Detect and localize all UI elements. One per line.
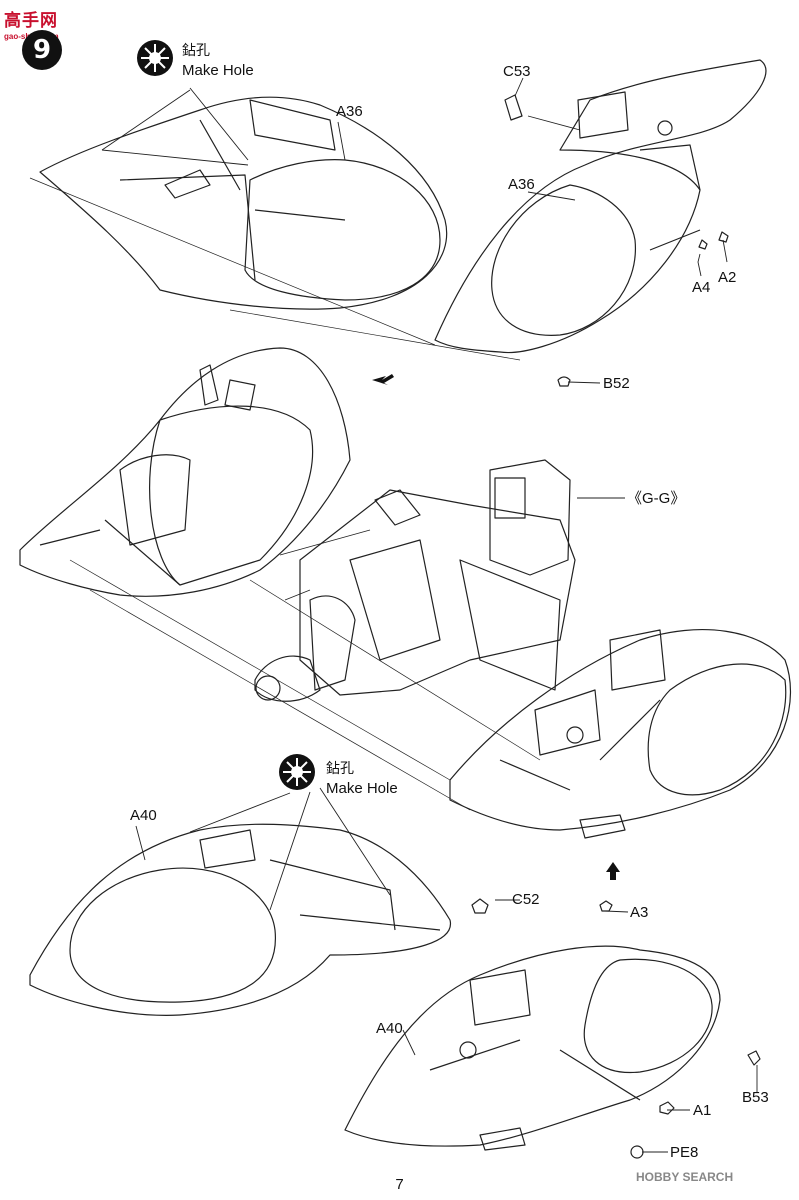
fuselage-half-a36-right xyxy=(434,59,767,387)
make-hole-callout-top: 鉆孔 Make Hole xyxy=(182,40,254,79)
source-logo: HOBBY SEARCH xyxy=(636,1170,734,1184)
part-label-a3: A3 xyxy=(630,904,649,921)
cabin-core xyxy=(254,459,576,702)
make-hole-en-bottom: Make Hole xyxy=(326,780,398,797)
part-label-pe8: PE8 xyxy=(670,1144,699,1161)
assembly-arrows xyxy=(372,374,620,880)
fuselage-half-middle-right xyxy=(449,629,792,839)
part-label-a40-left: A40 xyxy=(130,807,157,824)
fuselage-half-a40-right xyxy=(344,898,761,1159)
step-number-badge: 9 xyxy=(22,30,62,70)
fuselage-half-a36-left xyxy=(39,87,448,310)
part-label-c53: C53 xyxy=(503,63,531,80)
part-label-a2: A2 xyxy=(718,269,737,286)
page-number: 7 xyxy=(395,1176,404,1193)
drill-icon-bottom xyxy=(279,754,315,790)
make-hole-zh-bottom: 鉆孔 xyxy=(326,761,354,777)
part-label-a36-left: A36 xyxy=(336,103,363,120)
part-label-a40-right: A40 xyxy=(376,1020,403,1037)
part-label-b53: B53 xyxy=(742,1089,769,1106)
part-label-b52: B52 xyxy=(603,375,630,392)
drill-icon-top xyxy=(137,40,173,76)
part-label-a36-right: A36 xyxy=(508,176,535,193)
part-label-a1: A1 xyxy=(693,1102,712,1119)
make-hole-en-top: Make Hole xyxy=(182,62,254,79)
fuselage-half-middle-left xyxy=(19,347,351,597)
fuselage-half-a40-left xyxy=(29,787,452,1016)
watermark-name: 高手网 xyxy=(4,11,58,31)
make-hole-callout-bottom: 鉆孔 Make Hole xyxy=(326,758,398,797)
part-label-c52: C52 xyxy=(512,891,540,908)
part-label-a4: A4 xyxy=(692,279,711,296)
make-hole-zh-top: 鉆孔 xyxy=(182,43,210,59)
part-label-gg: 《G-G》 xyxy=(627,490,686,507)
leader-lines xyxy=(29,77,758,1153)
